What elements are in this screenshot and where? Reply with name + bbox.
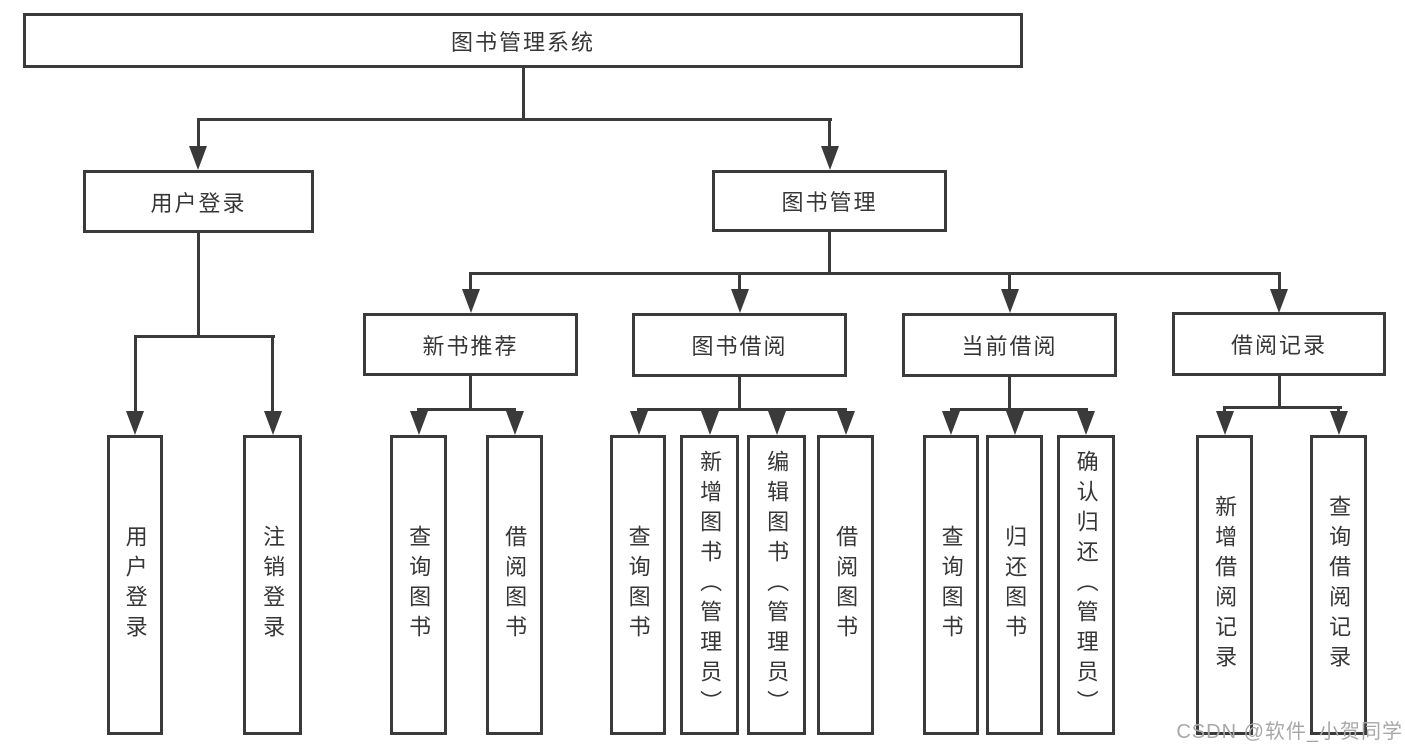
node-book-management: 图书管理 [712, 170, 947, 232]
arrow-down-icon [1000, 289, 1019, 313]
leaf-borrow-query-books: 查询图书 [610, 435, 666, 735]
leaf-label: 确认归还（管理员） [1073, 450, 1099, 720]
node-label: 图书管理 [781, 190, 878, 215]
arrow-down-icon [1215, 411, 1234, 435]
leaf-current-return-books: 归还图书 [986, 435, 1043, 735]
node-label: 用户登录 [150, 190, 247, 216]
connector-line [196, 118, 832, 121]
leaf-label: 查询借阅记录 [1326, 495, 1352, 675]
arrow-down-icon [505, 411, 524, 435]
leaf-borrow-borrow-books: 借阅图书 [817, 435, 874, 735]
leaf-label: 编辑图书（管理员） [764, 450, 790, 720]
connector-line [1084, 408, 1088, 413]
connector-line [271, 335, 274, 413]
leaf-recommend-borrow-books: 借阅图书 [486, 435, 543, 735]
connector-line [133, 335, 137, 413]
node-user-login: 用户登录 [83, 170, 314, 233]
leaf-label: 新增借阅记录 [1212, 495, 1238, 675]
connector-line [738, 272, 741, 291]
connector-line [738, 377, 741, 408]
connector-line [1223, 406, 1342, 409]
leaf-borrow-add-books: 新增图书（管理员） [680, 435, 739, 735]
arrow-down-icon [189, 146, 207, 170]
leaf-user-login: 用户登录 [107, 435, 163, 735]
arrow-down-icon [820, 146, 839, 170]
connector-line [133, 335, 275, 338]
connector-line [1223, 406, 1226, 413]
node-label: 借阅记录 [1230, 333, 1327, 358]
connector-line [637, 408, 640, 413]
leaf-logout: 注销登录 [243, 435, 302, 735]
leaf-label: 查询图书 [406, 525, 432, 645]
leaf-label: 新增图书（管理员） [697, 450, 723, 720]
connector-line [196, 233, 200, 335]
connector-line [1277, 376, 1281, 406]
arrow-down-icon [767, 411, 786, 435]
connector-line [513, 408, 516, 413]
connector-line [1008, 272, 1011, 291]
connector-line [949, 408, 1088, 411]
leaf-label: 注销登录 [260, 525, 286, 645]
leaf-borrow-edit-books: 编辑图书（管理员） [747, 435, 806, 735]
node-library-management-system: 图书管理系统 [23, 13, 1023, 68]
arrow-down-icon [942, 411, 960, 435]
connector-line [417, 408, 420, 413]
arrow-down-icon [629, 411, 648, 435]
csdn-watermark: CSDN @软件_小贺同学 [1176, 721, 1403, 743]
connector-line [196, 118, 200, 148]
node-label: 图书管理系统 [450, 29, 595, 55]
leaf-label: 用户登录 [122, 525, 148, 645]
leaf-recommend-query-books: 查询图书 [390, 435, 447, 735]
connector-line [828, 118, 831, 148]
connector-line [521, 68, 525, 118]
connector-line [1008, 377, 1011, 408]
connector-line [469, 272, 1281, 275]
node-current-borrowing: 当前借阅 [902, 313, 1117, 377]
node-label: 图书借阅 [691, 334, 788, 359]
arrow-down-icon [1329, 411, 1348, 435]
leaf-label: 查询图书 [938, 525, 964, 645]
leaf-current-confirm-return: 确认归还（管理员） [1057, 435, 1115, 735]
arrow-down-icon [461, 289, 480, 313]
connector-line [775, 408, 778, 413]
leaf-label: 借阅图书 [833, 525, 859, 645]
connector-line [1013, 408, 1016, 413]
arrow-down-icon [1005, 411, 1024, 435]
connector-line [949, 408, 953, 413]
leaf-label: 归还图书 [1002, 525, 1028, 645]
connector-line [1277, 272, 1281, 291]
leaf-label: 查询图书 [625, 525, 651, 645]
connector-line [469, 272, 472, 291]
connector-line [417, 408, 516, 411]
connector-line [708, 408, 711, 413]
connector-line [469, 376, 472, 408]
connector-line [1337, 406, 1340, 413]
arrow-down-icon [1077, 411, 1095, 435]
node-new-book-recommend: 新书推荐 [363, 313, 578, 376]
arrow-down-icon [263, 411, 282, 435]
node-book-borrowing: 图书借阅 [632, 313, 847, 377]
connector-line [637, 408, 847, 411]
leaf-current-query-books: 查询图书 [923, 435, 979, 735]
leaf-records-add-record: 新增借阅记录 [1196, 435, 1253, 735]
node-label: 当前借阅 [961, 334, 1058, 359]
arrow-down-icon [1270, 289, 1288, 313]
arrow-down-icon [409, 411, 428, 435]
connector-line [828, 232, 831, 272]
arrow-down-icon [836, 411, 855, 435]
arrow-down-icon [730, 289, 749, 313]
node-borrowing-records: 借阅记录 [1172, 312, 1386, 376]
node-label: 新书推荐 [422, 333, 519, 359]
connector-line [844, 408, 847, 413]
arrow-down-icon [126, 411, 144, 435]
leaf-label: 借阅图书 [502, 525, 528, 645]
arrow-down-icon [700, 411, 719, 435]
leaf-records-query-record: 查询借阅记录 [1310, 435, 1367, 735]
